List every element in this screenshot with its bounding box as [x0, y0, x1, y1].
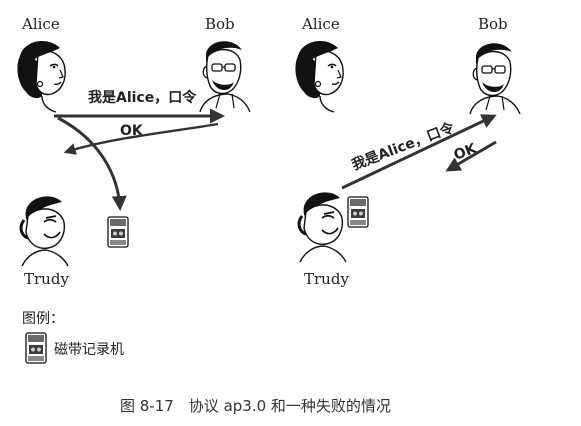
legend-item-label: 磁带记录机 — [54, 342, 124, 358]
trudy-figure-right — [297, 190, 348, 264]
trudy-label-right: Trudy — [304, 270, 349, 288]
bob-figure-left — [199, 40, 251, 113]
bob-label-right: Bob — [478, 15, 508, 33]
legend-tape-recorder-icon — [25, 332, 47, 364]
bob-figure-right — [469, 42, 521, 115]
message-claim-right: 我是Alice，口令 — [349, 119, 457, 174]
trudy-figure-left — [19, 194, 70, 268]
legend-title: 图例： — [22, 311, 64, 327]
tape-recorder-icon-left — [107, 216, 129, 248]
message-claim-left: 我是Alice，口令 — [88, 89, 197, 106]
alice-figure-right — [294, 40, 344, 113]
trudy-label-left: Trudy — [24, 270, 69, 288]
arrow-bob-to-trudy-right — [445, 140, 497, 172]
alice-label-left: Alice — [21, 15, 60, 33]
tape-recorder-icon-right — [347, 196, 369, 228]
arrow-bob-to-alice-left — [63, 122, 219, 155]
figure-caption: 图 8-17 协议 ap3.0 和一种失败的情况 — [120, 397, 391, 415]
alice-label-right: Alice — [301, 15, 340, 33]
arrow-recording-left — [57, 116, 127, 211]
alice-figure-left — [16, 40, 66, 113]
arrow-trudy-to-bob-right — [341, 114, 497, 190]
bob-label-left: Bob — [205, 15, 235, 33]
